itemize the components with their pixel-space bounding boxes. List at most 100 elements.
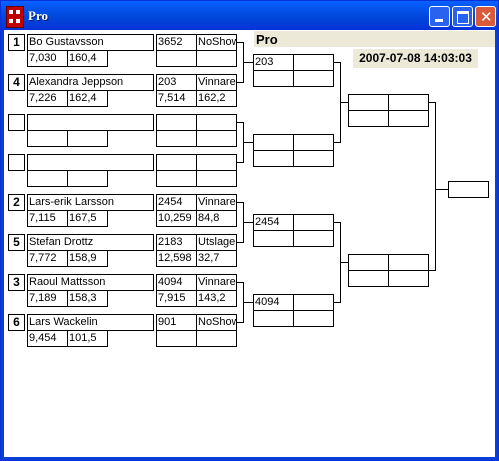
round3-average-field[interactable] <box>348 270 389 287</box>
bracket-connector <box>334 222 341 223</box>
seed-badge: 4 <box>8 74 25 91</box>
result-average-field[interactable] <box>156 130 197 147</box>
player-name-field[interactable] <box>27 114 154 131</box>
round2-status-field[interactable] <box>293 294 334 311</box>
player-name-field[interactable]: Raoul Mattsson <box>27 274 154 291</box>
player-points-field[interactable]: 162,4 <box>67 90 108 107</box>
bracket-connector <box>435 102 436 271</box>
player-points-field[interactable] <box>67 130 108 147</box>
player-points-field[interactable]: 167,5 <box>67 210 108 227</box>
player-score-field[interactable]: 901 <box>156 314 197 331</box>
result-average-field[interactable] <box>156 170 197 187</box>
title-bar[interactable]: Pro ✕ <box>1 1 498 30</box>
round2-average-field[interactable] <box>253 150 294 167</box>
result-points-field[interactable] <box>196 50 237 67</box>
result-average-field[interactable] <box>156 50 197 67</box>
bracket-connector <box>340 102 348 103</box>
player-score-field[interactable] <box>156 154 197 171</box>
round3-status-field[interactable] <box>388 94 429 111</box>
close-button[interactable]: ✕ <box>475 6 496 27</box>
player-average-field[interactable]: 7,772 <box>27 250 68 267</box>
player-status-field[interactable]: NoShow <box>196 314 237 331</box>
maximize-button[interactable] <box>452 6 473 27</box>
result-average-field[interactable]: 7,915 <box>156 290 197 307</box>
result-average-field[interactable]: 7,514 <box>156 90 197 107</box>
player-status-field[interactable] <box>196 154 237 171</box>
player-average-field[interactable]: 7,030 <box>27 50 68 67</box>
result-points-field[interactable] <box>196 170 237 187</box>
bracket-connector <box>237 162 244 163</box>
result-points-field[interactable]: 32,7 <box>196 250 237 267</box>
player-points-field[interactable] <box>67 170 108 187</box>
player-average-field[interactable]: 7,115 <box>27 210 68 227</box>
round2-score-field[interactable] <box>253 134 294 151</box>
round2-status-field[interactable] <box>293 54 334 71</box>
player-score-field[interactable] <box>156 114 197 131</box>
round2-average-field[interactable] <box>253 310 294 327</box>
bracket-connector <box>237 42 244 43</box>
round2-average-field[interactable] <box>253 230 294 247</box>
round3-points-field[interactable] <box>388 110 429 127</box>
player-average-field[interactable]: 7,189 <box>27 290 68 307</box>
player-score-field[interactable]: 3652 <box>156 34 197 51</box>
player-name-field[interactable]: Lars-erik Larsson <box>27 194 154 211</box>
bracket-connector <box>340 262 348 263</box>
round3-status-field[interactable] <box>388 254 429 271</box>
round2-status-field[interactable] <box>293 214 334 231</box>
round2-score-field[interactable]: 2454 <box>253 214 294 231</box>
result-average-field[interactable]: 10,259 <box>156 210 197 227</box>
minimize-button[interactable] <box>429 6 450 27</box>
player-average-field[interactable]: 7,226 <box>27 90 68 107</box>
seed-badge: 6 <box>8 314 25 331</box>
player-points-field[interactable]: 158,9 <box>67 250 108 267</box>
result-points-field[interactable] <box>196 130 237 147</box>
round2-status-field[interactable] <box>293 134 334 151</box>
player-points-field[interactable]: 160,4 <box>67 50 108 67</box>
result-points-field[interactable]: 143,2 <box>196 290 237 307</box>
round2-points-field[interactable] <box>293 70 334 87</box>
player-name-field[interactable]: Alexandra Jeppson <box>27 74 154 91</box>
bracket-connector <box>243 302 253 303</box>
result-average-field[interactable] <box>156 330 197 347</box>
player-name-field[interactable]: Lars Wackelin <box>27 314 154 331</box>
round2-points-field[interactable] <box>293 230 334 247</box>
player-score-field[interactable]: 4094 <box>156 274 197 291</box>
round3-score-field[interactable] <box>348 94 389 111</box>
player-average-field[interactable]: 9,454 <box>27 330 68 347</box>
result-average-field[interactable]: 12,598 <box>156 250 197 267</box>
round2-points-field[interactable] <box>293 150 334 167</box>
bracket-connector <box>243 142 253 143</box>
player-status-field[interactable]: Vinnare <box>196 274 237 291</box>
player-points-field[interactable]: 158,3 <box>67 290 108 307</box>
final-winner-field[interactable] <box>448 181 489 198</box>
result-points-field[interactable]: 162,2 <box>196 90 237 107</box>
round2-score-field[interactable]: 203 <box>253 54 294 71</box>
player-status-field[interactable]: NoShow <box>196 34 237 51</box>
player-status-field[interactable] <box>196 114 237 131</box>
result-points-field[interactable] <box>196 330 237 347</box>
round2-score-field[interactable]: 4094 <box>253 294 294 311</box>
bracket-connector <box>435 189 448 190</box>
player-average-field[interactable] <box>27 170 68 187</box>
player-status-field[interactable]: Vinnare <box>196 194 237 211</box>
player-points-field[interactable]: 101,5 <box>67 330 108 347</box>
round3-score-field[interactable] <box>348 254 389 271</box>
round2-points-field[interactable] <box>293 310 334 327</box>
round3-average-field[interactable] <box>348 110 389 127</box>
round2-average-field[interactable] <box>253 70 294 87</box>
player-status-field[interactable]: Vinnare <box>196 74 237 91</box>
player-name-field[interactable]: Stefan Drottz <box>27 234 154 251</box>
player-status-field[interactable]: Utslagen <box>196 234 237 251</box>
bracket-connector <box>237 242 244 243</box>
player-score-field[interactable]: 2183 <box>156 234 197 251</box>
bracket-connector <box>237 202 244 203</box>
bracket-connector <box>429 102 436 103</box>
result-points-field[interactable]: 84,8 <box>196 210 237 227</box>
round3-points-field[interactable] <box>388 270 429 287</box>
player-score-field[interactable]: 203 <box>156 74 197 91</box>
player-average-field[interactable] <box>27 130 68 147</box>
player-name-field[interactable] <box>27 154 154 171</box>
player-name-field[interactable]: Bo Gustavsson <box>27 34 154 51</box>
player-score-field[interactable]: 2454 <box>156 194 197 211</box>
